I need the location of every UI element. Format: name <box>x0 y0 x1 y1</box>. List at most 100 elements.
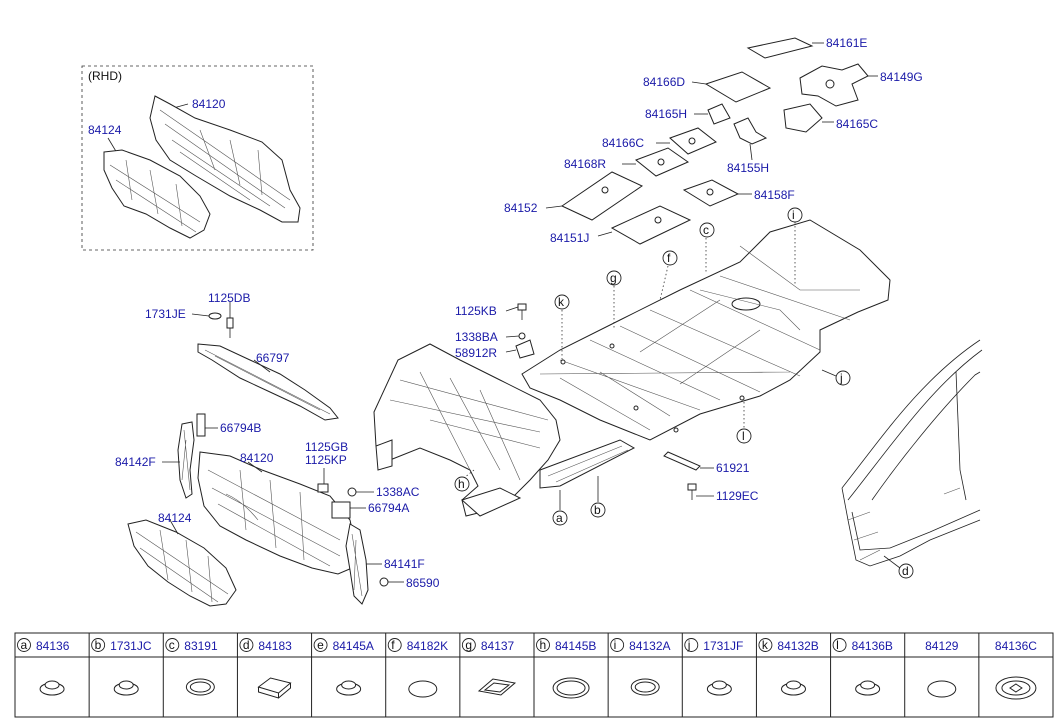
legend-cell-84136C: 84136C <box>978 633 1037 717</box>
floor-references: c i f g k j l h a b 61921 <box>454 207 851 526</box>
legend-bubble-h <box>536 638 550 652</box>
label-84149G: 84149G <box>880 70 923 84</box>
label-66797: 66797 <box>256 351 290 365</box>
legend-cell-1731JC: b 1731JC <box>88 633 152 717</box>
label-84141F: 84141F <box>384 557 425 571</box>
legend-bubble-d <box>239 638 254 652</box>
ref-bubble-c <box>699 222 715 238</box>
legend-bubble-l <box>832 638 847 652</box>
ref-letter-g: g <box>610 271 617 285</box>
rhd-dash-panel <box>149 95 301 223</box>
ref-bubble-i <box>787 207 803 223</box>
round-plug-icon <box>706 680 732 696</box>
label-1125KP: 1125KP <box>305 453 347 467</box>
ref-letter-a: a <box>556 511 563 525</box>
label-84158F: 84158F <box>754 188 795 202</box>
label-1338BA: 1338BA <box>455 330 498 344</box>
ref-bubble-k <box>554 294 570 310</box>
round-plug-icon <box>855 680 881 696</box>
rect-grommet-icon <box>477 678 517 696</box>
legend-letter: l <box>836 638 839 652</box>
label-1731JE: 1731JE <box>145 307 186 321</box>
pad-84155H <box>733 117 768 145</box>
label-66794A: 66794A <box>368 501 409 515</box>
ref-letter-d: d <box>902 564 909 578</box>
large-ring-grommet-icon <box>995 676 1037 700</box>
label-84161E: 84161E <box>826 36 867 50</box>
ref-bubble-l <box>736 428 752 444</box>
floor-pads: 84161E 84166D 84149G 84165H 84165C 84155… <box>504 36 923 245</box>
ref-bubble-f <box>662 250 678 266</box>
ref-letter-k: k <box>558 295 565 309</box>
pad-84166D <box>704 71 772 103</box>
ref-bubble-d <box>898 563 914 579</box>
label-84120: 84120 <box>240 451 274 465</box>
pad-84152 <box>560 171 644 221</box>
pad-84161E <box>746 37 814 59</box>
legend-bubble-g <box>461 638 476 652</box>
pad-84151J <box>610 205 692 245</box>
legend-part-number: 84183 <box>258 639 292 653</box>
legend-letter: a <box>21 638 28 652</box>
legend-bubble-f <box>387 638 402 652</box>
flat-ring-icon <box>630 678 660 696</box>
flat-disc-icon <box>408 680 438 698</box>
legend-bubble-e <box>313 638 328 652</box>
label-1125KB: 1125KB <box>455 304 497 318</box>
label-61921: 61921 <box>716 461 750 475</box>
rhd-inset-label-84120: 84120 <box>192 97 226 111</box>
ref-letter-f: f <box>667 251 671 265</box>
label-84155H: 84155H <box>727 161 769 175</box>
label-84168R: 84168R <box>564 157 606 171</box>
legend-cell-84183: d 84183 <box>236 633 292 717</box>
label-84166D: 84166D <box>643 75 685 89</box>
ref-bubble-a <box>552 510 568 526</box>
legend-letter: b <box>95 638 102 652</box>
legend-bubble-a <box>17 638 31 652</box>
legend-part-number: 84182K <box>407 639 448 653</box>
legend-letter: f <box>391 638 395 652</box>
round-plug-icon <box>39 680 65 696</box>
label-58912R: 58912R <box>455 346 497 360</box>
legend-letter: i <box>614 638 617 652</box>
cowl-assembly: 1731JE 1125DB 66797 84142F 66794B 84120 … <box>115 291 440 607</box>
label-1338AC: 1338AC <box>376 485 420 499</box>
legend-cell-84137: g 84137 <box>459 633 517 717</box>
front-frame: 1125KB 1338BA 58912R <box>373 303 636 517</box>
label-1129EC: 1129EC <box>716 489 759 503</box>
legend-part-number: 84132A <box>629 639 670 653</box>
legend-bubble-b <box>91 638 106 652</box>
legend-letter: d <box>243 638 250 652</box>
label-84142F: 84142F <box>115 455 156 469</box>
legend-cell-84145A: e 84145A <box>311 633 374 717</box>
rect-pad-icon <box>257 677 292 699</box>
legend-letter: g <box>465 638 472 652</box>
ref-bubble-b <box>590 502 606 518</box>
rhd-inset-title: (RHD) <box>88 69 122 83</box>
legend-part-number: 84129 <box>925 639 959 653</box>
legend-part-number: 84137 <box>481 639 515 653</box>
label-84124: 84124 <box>158 511 192 525</box>
legend-bubble-i <box>610 638 625 652</box>
legend-letter: e <box>317 638 324 652</box>
ref-letter-b: b <box>594 503 601 517</box>
label-86590: 86590 <box>406 576 440 590</box>
label-84152: 84152 <box>504 201 538 215</box>
label-84151J: 84151J <box>550 231 589 245</box>
ref-letter-h: h <box>458 477 465 491</box>
legend-letter: k <box>762 638 769 652</box>
pad-84165C <box>783 103 823 133</box>
ref-bubble-h <box>454 476 470 492</box>
flat-ring-icon <box>185 678 215 696</box>
label-84166C: 84166C <box>602 136 644 150</box>
legend-bubble-j <box>684 638 699 652</box>
legend-part-number: 1731JC <box>110 639 152 653</box>
legend-part-number: 84145A <box>333 639 374 653</box>
legend-part-number: 1731JF <box>703 639 743 653</box>
legend-bubble-c <box>165 638 180 652</box>
